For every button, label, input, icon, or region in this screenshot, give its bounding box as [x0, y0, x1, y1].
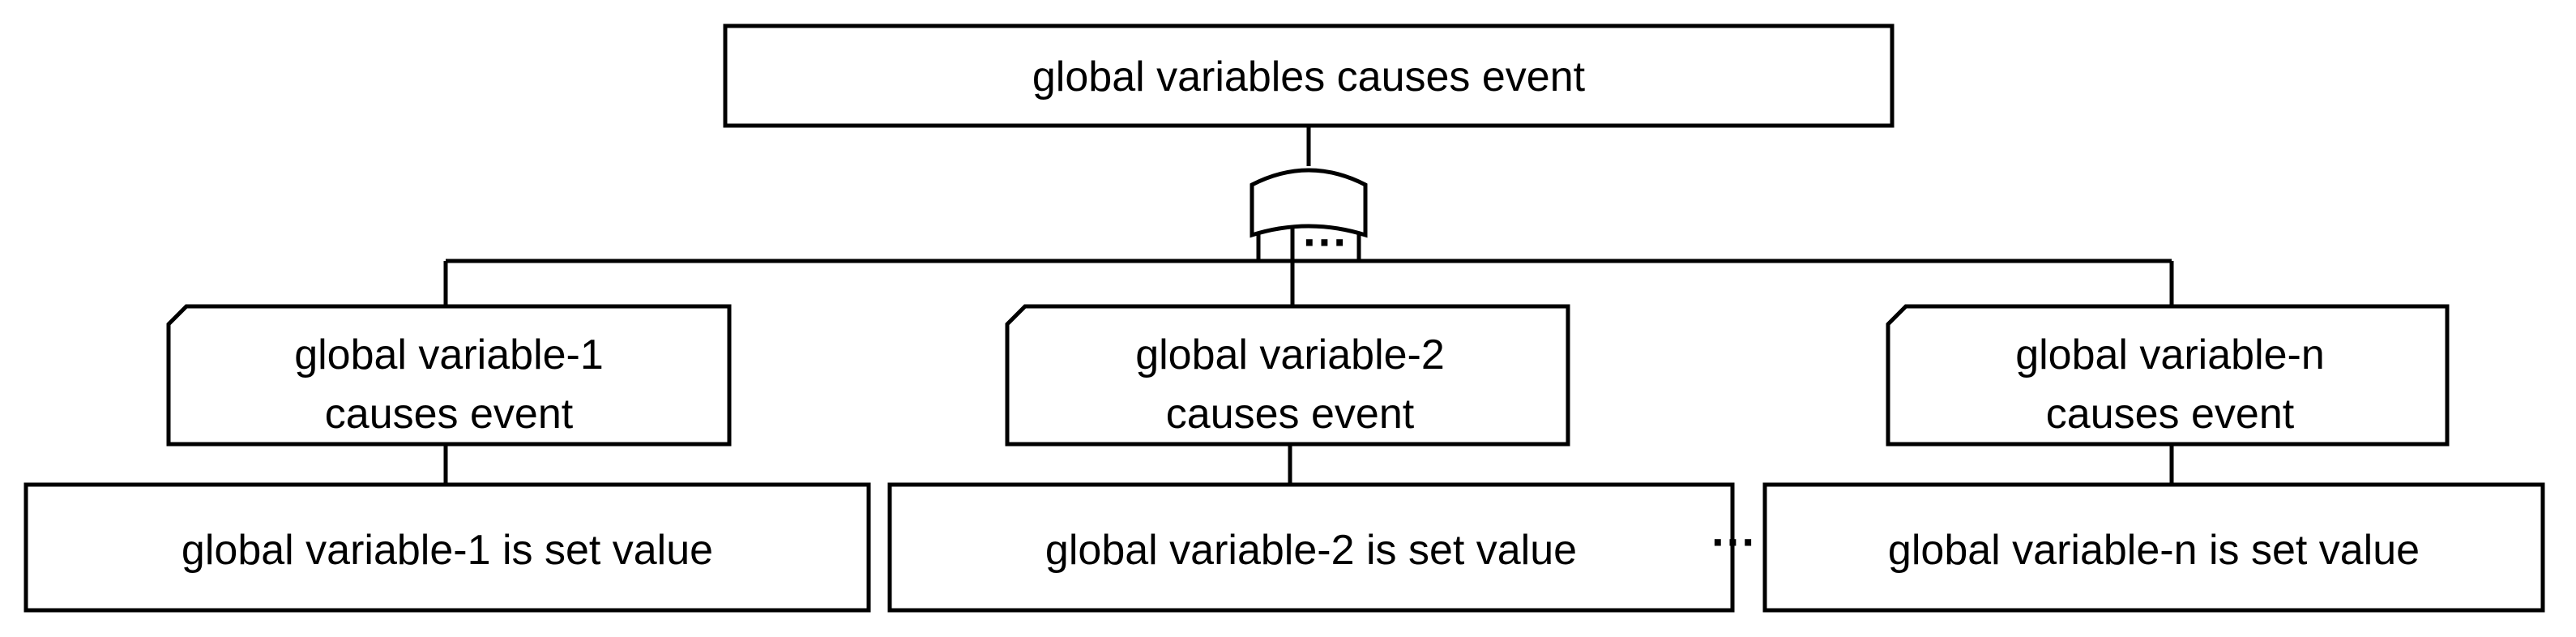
basic-event-1: global variable-1 is set value	[23, 482, 871, 613]
event-2-box	[1005, 304, 1570, 447]
or-gate-icon: ···	[1250, 168, 1368, 304]
event-2-line1: global variable-2	[1135, 331, 1445, 378]
event-n-box	[1886, 304, 2450, 447]
event-1-line1: global variable-1	[294, 331, 604, 378]
event-n-line2: causes event	[2046, 391, 2295, 438]
bottom-ellipsis: ···	[1711, 516, 1757, 567]
basic-event-2-box	[887, 482, 1735, 613]
event-1-box	[166, 304, 732, 447]
event-1: global variable-1 causes event	[166, 304, 732, 447]
top-event-box	[723, 24, 1895, 128]
basic-event-n: global variable-n is set value	[1762, 482, 2545, 613]
basic-event-2: global variable-2 is set value	[887, 482, 1735, 613]
or-gate-shape	[1250, 168, 1368, 238]
basic-event-n-label: global variable-n is set value	[1888, 527, 2420, 574]
event-1-line2: causes event	[325, 391, 574, 438]
event-n-line1: global variable-n	[2015, 331, 2325, 378]
basic-event-n-box	[1762, 482, 2545, 613]
event-2-line2: causes event	[1166, 391, 1415, 438]
basic-event-2-label: global variable-2 is set value	[1045, 527, 1577, 574]
event-2: global variable-2 causes event	[1005, 304, 1570, 447]
basic-event-1-label: global variable-1 is set value	[182, 527, 713, 574]
top-event: global variables causes event	[723, 24, 1895, 128]
event-n: global variable-n causes event	[1886, 304, 2450, 447]
basic-event-1-box	[23, 482, 871, 613]
top-event-label: global variables causes event	[1032, 53, 1586, 100]
